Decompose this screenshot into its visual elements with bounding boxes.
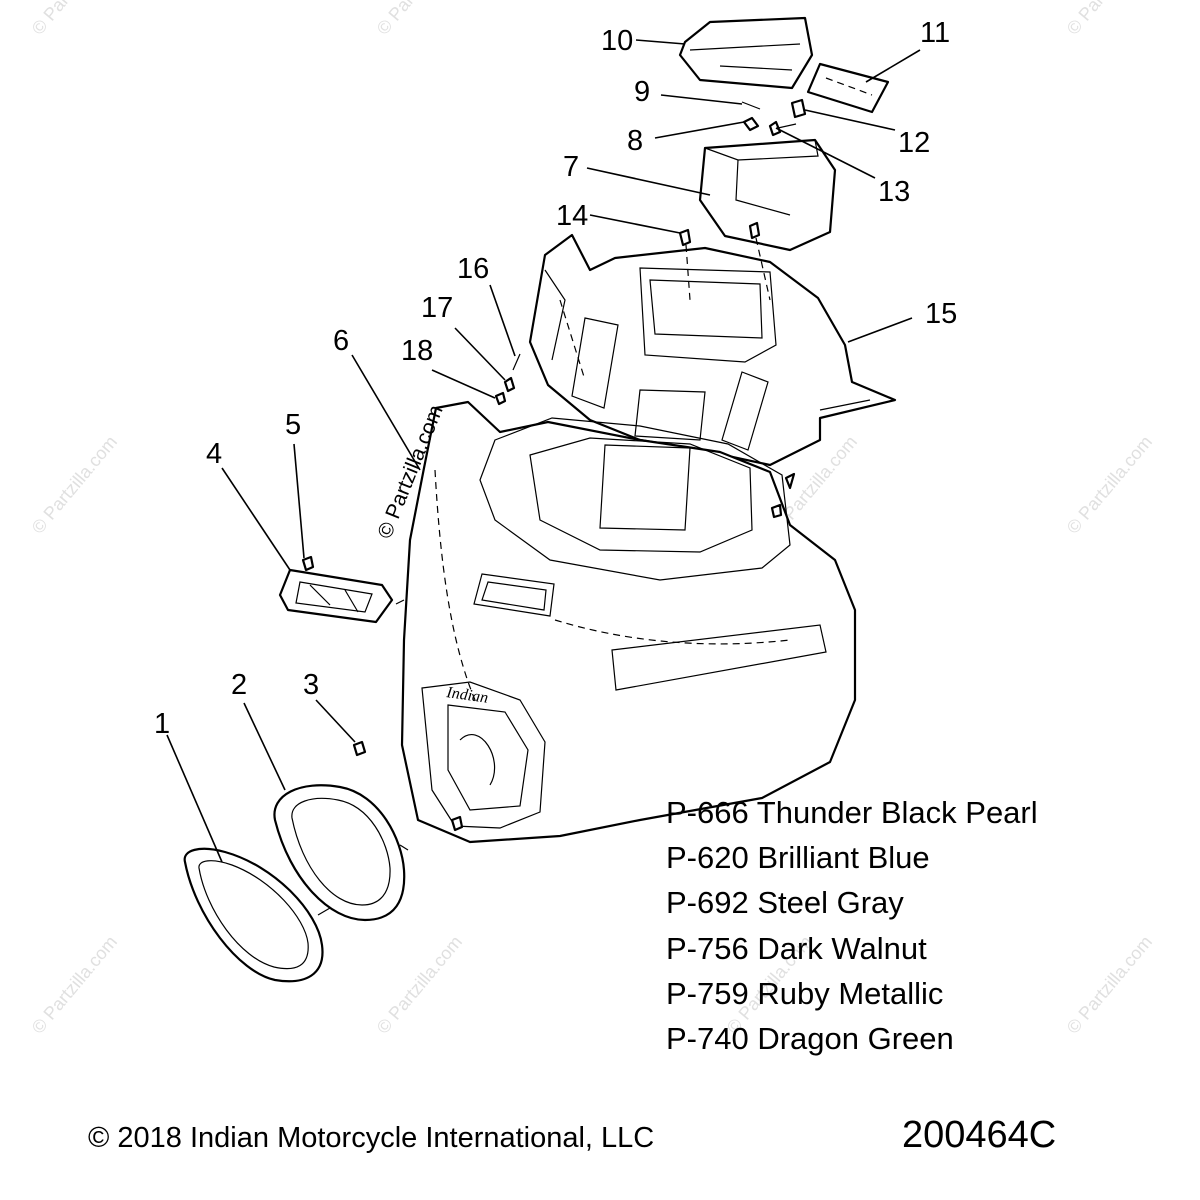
fairing-logo-text: Indian xyxy=(444,684,489,707)
diagram-id: 200464C xyxy=(902,1114,1057,1156)
callout-15: 15 xyxy=(925,298,957,330)
pad-part xyxy=(806,62,890,114)
callout-9: 9 xyxy=(634,76,650,108)
callout-4: 4 xyxy=(206,438,222,470)
paint-code-line: P-756 Dark Walnut xyxy=(666,930,927,966)
watermark: © Partzilla.com xyxy=(1063,0,1156,39)
callout-11: 11 xyxy=(920,17,950,49)
inner-fairing-part xyxy=(528,233,897,467)
lid-part xyxy=(678,16,814,90)
callout-3: 3 xyxy=(303,669,319,701)
paint-code-line: P-740 Dragon Green xyxy=(666,1021,954,1057)
copyright-notice: © 2018 Indian Motorcycle International, … xyxy=(88,1122,655,1154)
callout-16: 16 xyxy=(457,253,489,285)
lamp-part xyxy=(278,568,405,624)
watermark: © Partzilla.com xyxy=(28,0,121,39)
callout-1: 1 xyxy=(154,708,170,740)
nut-part xyxy=(352,740,464,832)
fastener-parts xyxy=(494,353,796,519)
watermark: © Partzilla.com xyxy=(373,932,466,1038)
screw-parts xyxy=(678,221,771,301)
bezel-ring-part xyxy=(183,847,331,983)
outer-fairing-part: Indian xyxy=(400,400,857,844)
bolt-part xyxy=(301,555,315,572)
paint-code-line: P-666 Thunder Black Pearl xyxy=(666,795,1038,830)
watermark: © Partzilla.com xyxy=(28,932,121,1038)
paint-code-line: P-759 Ruby Metallic xyxy=(666,975,944,1011)
watermark: © Partzilla.com xyxy=(373,0,466,39)
leader-lines xyxy=(166,39,921,863)
watermark: © Partzilla.com xyxy=(28,432,121,538)
callout-numbers: 1 2 3 4 5 6 7 8 9 10 11 12 13 14 15 16 1… xyxy=(154,17,957,740)
watermark: © Partzilla.com xyxy=(1063,432,1156,538)
callout-7: 7 xyxy=(563,151,579,183)
callout-6: 6 xyxy=(333,325,349,357)
callout-2: 2 xyxy=(231,669,247,701)
paint-code-list: P-666 Thunder Black Pearl P-620 Brillian… xyxy=(666,790,1166,1061)
callout-5: 5 xyxy=(285,409,301,441)
callout-8: 8 xyxy=(627,125,643,157)
callout-14: 14 xyxy=(556,200,588,232)
paint-code-line: P-620 Brilliant Blue xyxy=(666,840,930,876)
callout-17: 17 xyxy=(421,292,453,324)
callout-10: 10 xyxy=(601,25,633,57)
callout-13: 13 xyxy=(878,176,910,208)
paint-code-line: P-692 Steel Gray xyxy=(666,885,904,921)
trim-ring-part xyxy=(273,784,409,922)
callout-12: 12 xyxy=(898,127,930,159)
callout-18: 18 xyxy=(401,335,433,367)
storage-bin-part xyxy=(698,138,837,252)
small-hardware-parts xyxy=(741,98,807,137)
